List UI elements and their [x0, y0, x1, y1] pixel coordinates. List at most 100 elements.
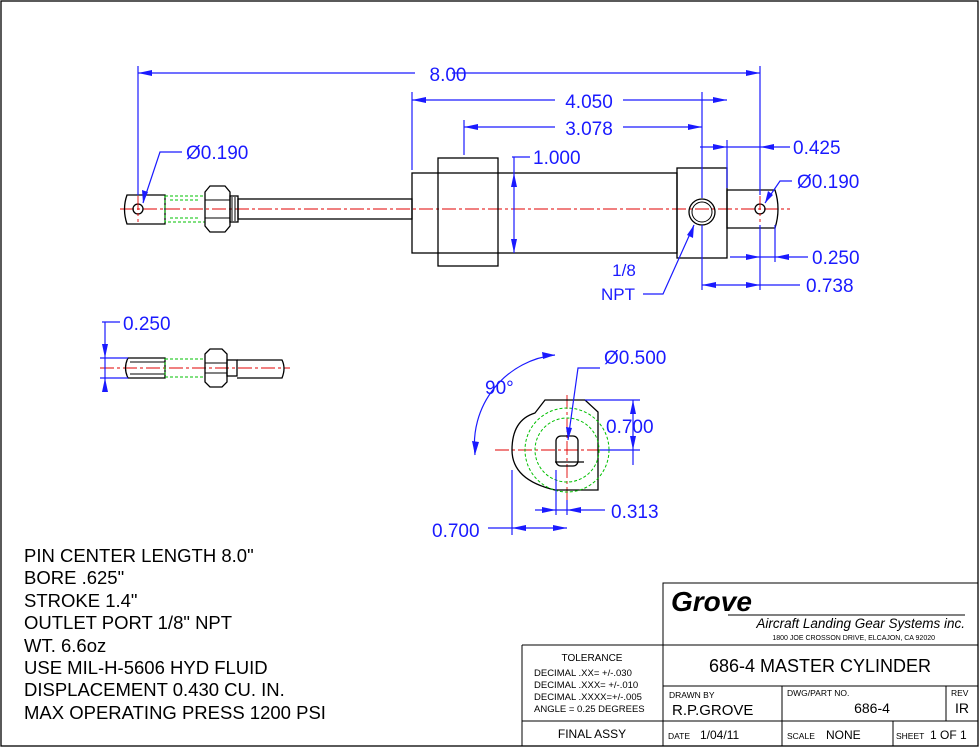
- port-size-label: 1/8: [612, 261, 636, 280]
- scale-label: SCALE: [787, 731, 815, 741]
- drawing-title: 686-4 MASTER CYLINDER: [709, 656, 931, 676]
- spec-note: BORE .625": [24, 567, 125, 589]
- arrowhead: [713, 97, 727, 103]
- company-address: 1800 JOE CROSSON DRIVE, ELCAJON, CA 9202…: [772, 635, 935, 642]
- gland-nut: [437, 157, 499, 267]
- spec-note: DISPLACEMENT 0.430 CU. IN.: [24, 679, 285, 701]
- dim-rod-pin-dia: Ø0.190: [186, 143, 248, 164]
- dim-3078: 3.078: [565, 119, 613, 140]
- arrowhead: [102, 344, 108, 358]
- arrowhead: [142, 190, 148, 203]
- arrowhead: [746, 70, 760, 76]
- rod-clevis: [123, 194, 166, 225]
- assy-label: FINAL ASSY: [558, 727, 626, 741]
- arrowhead: [542, 352, 555, 359]
- dim-body-dia: 1.000: [533, 148, 581, 169]
- arrowhead: [464, 124, 478, 130]
- detail-rod: [237, 359, 285, 379]
- dim-end-0738: 0.738: [806, 276, 854, 297]
- spec-note: OUTLET PORT 1/8" NPT: [24, 612, 233, 634]
- dim-clevis-width: 0.250: [123, 314, 171, 335]
- arrowhead: [567, 507, 581, 513]
- jam-nut: [204, 185, 231, 233]
- sheet-label: SHEET: [896, 731, 924, 741]
- dim-end-0250: 0.250: [812, 248, 860, 269]
- outlet-port-inner: [691, 201, 713, 223]
- leader: [567, 367, 600, 441]
- spec-notes: PIN CENTER LENGTH 8.0" BORE .625" STROKE…: [24, 545, 326, 724]
- dim-end-pin-dia: Ø0.190: [797, 172, 859, 193]
- company-logo: Grove: [671, 586, 752, 617]
- leader: [643, 224, 695, 295]
- arrowhead: [138, 70, 152, 76]
- tolerance-line: DECIMAL .XXXX=+/-.005: [534, 692, 642, 703]
- arrowhead: [511, 173, 517, 187]
- arrowhead: [542, 507, 556, 513]
- company-full-name: Aircraft Landing Gear Systems inc.: [755, 616, 965, 631]
- dim-overall-length: 8.00: [430, 65, 467, 86]
- arrowhead: [746, 282, 760, 288]
- arrowhead: [412, 97, 426, 103]
- leader: [142, 151, 182, 204]
- drawn-by-label: DRAWN BY: [669, 690, 715, 700]
- detail-nut: [204, 348, 228, 388]
- rev-value: IR: [955, 700, 969, 716]
- hidden-thread: [164, 358, 206, 378]
- arrowhead: [746, 254, 760, 260]
- spec-note: WT. 6.6oz: [24, 634, 107, 656]
- tolerance-header: TOLERANCE: [562, 653, 623, 664]
- arrowhead: [688, 124, 702, 130]
- arrowhead: [102, 378, 108, 392]
- arrowhead: [765, 191, 773, 203]
- outlet-port: [688, 198, 716, 226]
- port-type-label: NPT: [601, 285, 635, 304]
- end-view: [472, 352, 640, 535]
- end-cap-outline: [511, 399, 599, 491]
- arrowhead: [630, 400, 636, 414]
- cylinder-body: [411, 172, 678, 254]
- title-block: Grove Aircraft Landing Gear Systems inc.…: [521, 582, 979, 746]
- rev-label: REV: [951, 688, 969, 698]
- drawn-by-value: R.P.GROVE: [672, 702, 753, 719]
- tolerance-line: DECIMAL .XXX= +/-.010: [534, 680, 638, 691]
- arrowhead: [553, 525, 567, 531]
- date-label: DATE: [668, 731, 690, 741]
- dim-end-view-offset: 0.313: [611, 502, 659, 523]
- tolerance-line: ANGLE = 0.25 DEGREES: [534, 704, 645, 715]
- arrowhead: [760, 144, 774, 150]
- arrowhead: [630, 436, 636, 450]
- arrowhead: [511, 239, 517, 253]
- dim-angle: 90°: [485, 378, 514, 399]
- sheet-value: 1 OF 1: [930, 728, 967, 742]
- arrowhead: [566, 427, 572, 440]
- clevis-slot: [555, 435, 579, 467]
- cylinder-side-view: [120, 157, 790, 267]
- arrowhead: [687, 225, 694, 238]
- tolerance-line: DECIMAL .XX= +/-.030: [534, 668, 632, 679]
- arrowhead: [713, 144, 727, 150]
- dim-4050: 4.050: [565, 92, 613, 113]
- spec-note: PIN CENTER LENGTH 8.0": [24, 545, 254, 566]
- dim-end-view-height: 0.700: [606, 417, 654, 438]
- scale-value: NONE: [826, 728, 861, 742]
- detail-thread: [226, 359, 238, 377]
- spec-note: MAX OPERATING PRESS 1200 PSI: [24, 701, 326, 723]
- angle-arc: [473, 354, 556, 456]
- dimension-labels: 8.00 4.050 3.078 Ø0.190 1.000 0.425 Ø0.1…: [123, 65, 860, 542]
- spec-note: USE MIL-H-5606 HYD FLUID: [24, 657, 268, 679]
- part-no-value: 686-4: [854, 700, 890, 716]
- main-dimensions: [137, 66, 808, 295]
- arrowhead: [702, 282, 716, 288]
- part-no-label: DWG/PART NO.: [787, 688, 849, 698]
- dim-end-0425: 0.425: [793, 138, 841, 159]
- date-value: 1/04/11: [700, 728, 739, 742]
- dim-end-view-width: 0.700: [432, 521, 480, 542]
- clevis-side: [124, 357, 166, 379]
- arrowhead: [775, 254, 789, 260]
- clevis-detail-view: [100, 321, 290, 392]
- arrowhead: [512, 525, 526, 531]
- hidden-bore-inner: [534, 417, 600, 483]
- spec-note: STROKE 1.4": [24, 589, 138, 611]
